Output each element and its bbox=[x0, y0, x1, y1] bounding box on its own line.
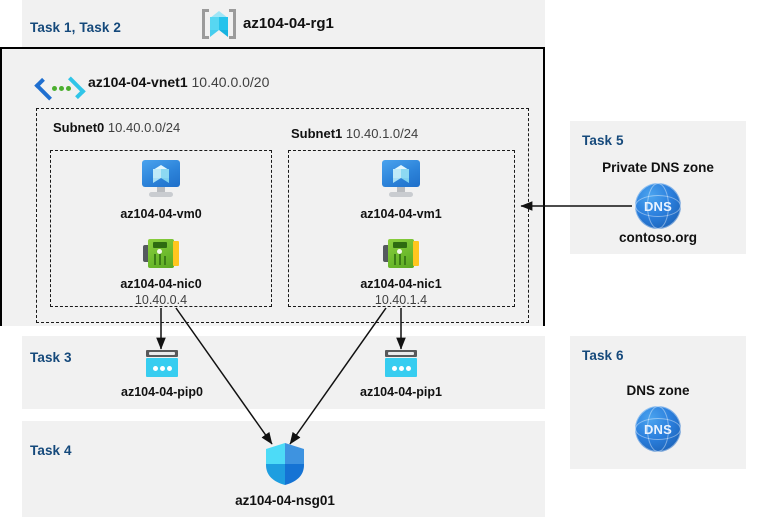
vnet-boundary bbox=[36, 108, 529, 323]
subnet1-boundary bbox=[288, 150, 515, 307]
subnet1-name: Subnet1 bbox=[291, 126, 343, 141]
resource-group-name: az104-04-rg1 bbox=[243, 15, 334, 32]
pip1-label: az104-04-pip1 bbox=[360, 385, 442, 399]
resource-group-body-panel bbox=[0, 47, 545, 326]
network-interface-icon bbox=[143, 238, 179, 270]
vnet-address-space: 10.40.0.0/20 bbox=[191, 74, 270, 90]
vm0-label: az104-04-vm0 bbox=[120, 207, 202, 221]
nsg-label: az104-04-nsg01 bbox=[235, 493, 335, 508]
nic1-ip: 10.40.1.4 bbox=[374, 292, 428, 307]
task-label-1-2: Task 1, Task 2 bbox=[30, 20, 121, 35]
vm0-node[interactable]: az104-04-vm0 bbox=[120, 160, 202, 223]
virtual-machine-icon bbox=[380, 160, 422, 200]
network-interface-icon bbox=[383, 238, 419, 270]
vnet-heading: az104-04-vnet1 10.40.0.0/20 bbox=[88, 74, 269, 90]
nic1-label: az104-04-nic1 bbox=[360, 277, 442, 291]
resource-group-header-panel bbox=[22, 0, 545, 47]
dns-icon-text: DNS bbox=[643, 198, 673, 214]
dns-zone-icon[interactable]: DNS bbox=[635, 406, 681, 457]
task-label-4: Task 4 bbox=[30, 443, 72, 458]
subnet0-name: Subnet0 bbox=[53, 120, 105, 135]
public-ip-icon bbox=[383, 350, 419, 378]
nic0-label: az104-04-nic0 bbox=[120, 277, 202, 291]
subnet1-title: Subnet1 10.40.1.0/24 bbox=[291, 126, 418, 141]
virtual-machine-icon bbox=[140, 160, 182, 200]
task3-panel bbox=[22, 336, 545, 409]
nic0-node[interactable]: az104-04-nic0 10.40.0.4 bbox=[120, 238, 202, 308]
nic0-ip: 10.40.0.4 bbox=[134, 292, 188, 307]
private-dns-zone-heading: Private DNS zone bbox=[602, 160, 714, 175]
subnet0-prefix: 10.40.0.0/24 bbox=[107, 120, 181, 135]
private-dns-zone-name: contoso.org bbox=[619, 230, 697, 245]
private-dns-zone-icon[interactable]: DNS bbox=[635, 183, 681, 234]
nsg-node[interactable]: az104-04-nsg01 bbox=[225, 443, 345, 508]
resource-group-icon bbox=[202, 7, 236, 46]
subnet0-boundary bbox=[50, 150, 272, 307]
vnet-name: az104-04-vnet1 bbox=[88, 74, 188, 90]
pip1-node[interactable]: az104-04-pip1 bbox=[353, 350, 449, 401]
subnet0-title: Subnet0 10.40.0.0/24 bbox=[53, 120, 180, 135]
dns-icon-text: DNS bbox=[643, 421, 673, 437]
vm1-node[interactable]: az104-04-vm1 bbox=[360, 160, 442, 223]
pip0-node[interactable]: az104-04-pip0 bbox=[114, 350, 210, 401]
pip0-label: az104-04-pip0 bbox=[121, 385, 203, 399]
public-ip-icon bbox=[144, 350, 180, 378]
task-label-5: Task 5 bbox=[582, 133, 624, 148]
network-security-group-shield-icon bbox=[266, 443, 304, 485]
nic1-node[interactable]: az104-04-nic1 10.40.1.4 bbox=[360, 238, 442, 308]
dns-zone-heading: DNS zone bbox=[626, 383, 690, 398]
virtual-network-icon bbox=[34, 76, 86, 106]
task-label-6: Task 6 bbox=[582, 348, 624, 363]
task-label-3: Task 3 bbox=[30, 350, 72, 365]
vm1-label: az104-04-vm1 bbox=[360, 207, 442, 221]
subnet1-prefix: 10.40.1.0/24 bbox=[345, 126, 419, 141]
